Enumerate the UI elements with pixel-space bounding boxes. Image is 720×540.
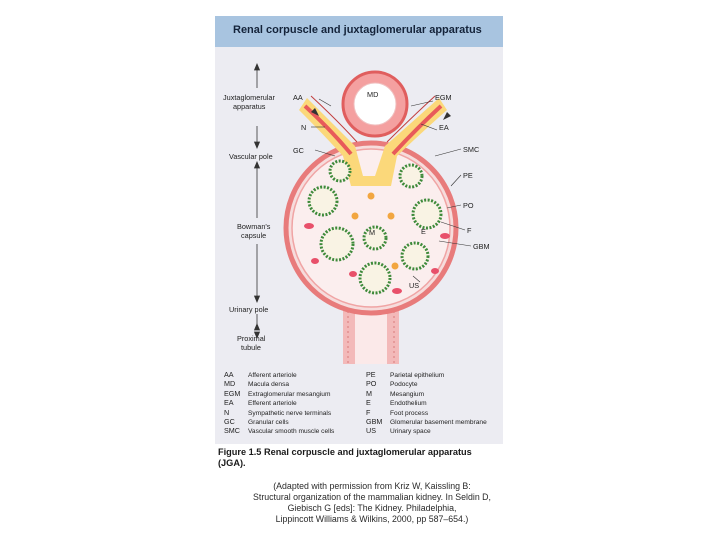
label-AA: AA [293,93,303,102]
caption-line-2: (JGA). [218,458,246,468]
caption-line-1: Figure 1.5 Renal corpuscle and juxtaglom… [218,447,472,457]
bowmans-capsule-label-line2: capsule [241,231,266,240]
bowmans-capsule-label-line1: Bowman's [237,222,271,231]
side-axis [253,62,261,340]
label-M: M [369,228,375,237]
figure-header: Renal corpuscle and juxtaglomerular appa… [215,16,503,47]
source-line-1: (Adapted with permission from Kriz W, Ka… [273,481,471,491]
macula-densa [341,70,409,138]
label-E: E [421,227,426,236]
leader-lines [311,98,472,283]
jga-label-line1: Juxtaglomerular [223,93,275,102]
source-line-2: Structural organization of the mammalian… [253,492,491,502]
label-GC: GC [293,146,304,155]
figure-caption: Figure 1.5 Renal corpuscle and juxtaglom… [218,447,508,469]
label-SMC: SMC [463,145,479,154]
label-N: N [301,123,306,132]
source-line-4: Lippincott Williams & Wilkins, 2000, pp … [275,514,469,524]
figure-panel: Renal corpuscle and juxtaglomerular appa… [215,16,503,444]
capillary-loops [307,159,443,295]
label-PE: PE [463,171,473,180]
red-blood-cells [304,223,450,294]
label-EA: EA [439,123,449,132]
mesangial-cells [351,192,399,270]
proximal-tubule-label-line2: tubule [241,343,261,352]
vascular-pole-label: Vascular pole [229,152,273,161]
label-GBM: GBM [473,242,490,251]
label-EGM: EGM [435,93,452,102]
urinary-pole-label: Urinary pole [229,305,268,314]
renal-corpuscle-diagram: Juxtaglomerular apparatus Vascular pole … [223,62,490,364]
label-F: F [467,226,472,235]
label-MD: MD [367,90,378,99]
label-US: US [409,281,419,290]
proximal-tubule-label-line1: Proximal [237,334,266,343]
source-citation: (Adapted with permission from Kriz W, Ka… [236,481,508,525]
figure-title: Renal corpuscle and juxtaglomerular appa… [233,24,482,36]
jga-label-line2: apparatus [233,102,266,111]
source-line-3: Giebisch G [eds]: The Kidney. Philadelph… [287,503,457,513]
arterioles [299,95,451,186]
label-PO: PO [463,201,474,210]
